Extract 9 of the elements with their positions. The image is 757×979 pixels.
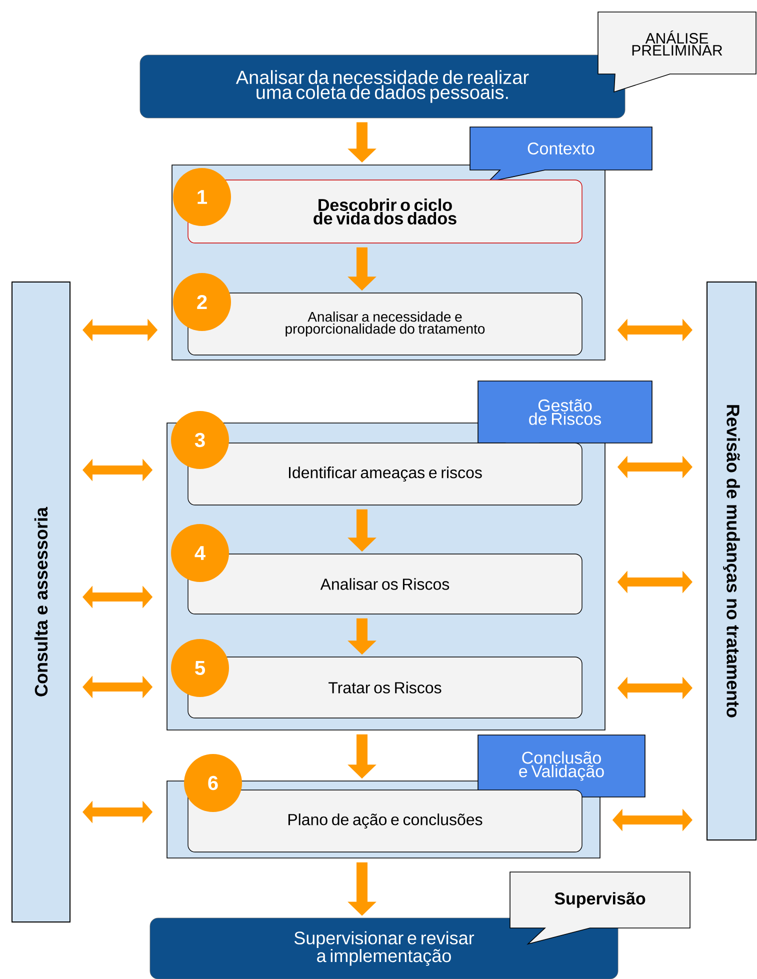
callout: ANÁLISE PRELIMINAR — [598, 12, 756, 93]
callout: Gestão de Riscos — [478, 380, 652, 458]
side-band: Consulta e assessoria — [12, 282, 70, 923]
callout: Contexto — [470, 126, 652, 183]
callout: Supervisão — [510, 872, 690, 945]
side-band: Revisão de mudanças no tratamento — [706, 282, 756, 840]
process-box: Supervisionar e revisar a implementação — [150, 918, 618, 979]
step-box: Plano de ação e conclusões — [188, 790, 582, 852]
process-box: Analisar da necessidade de realizar uma coleta de dados pessoais. — [140, 54, 626, 118]
